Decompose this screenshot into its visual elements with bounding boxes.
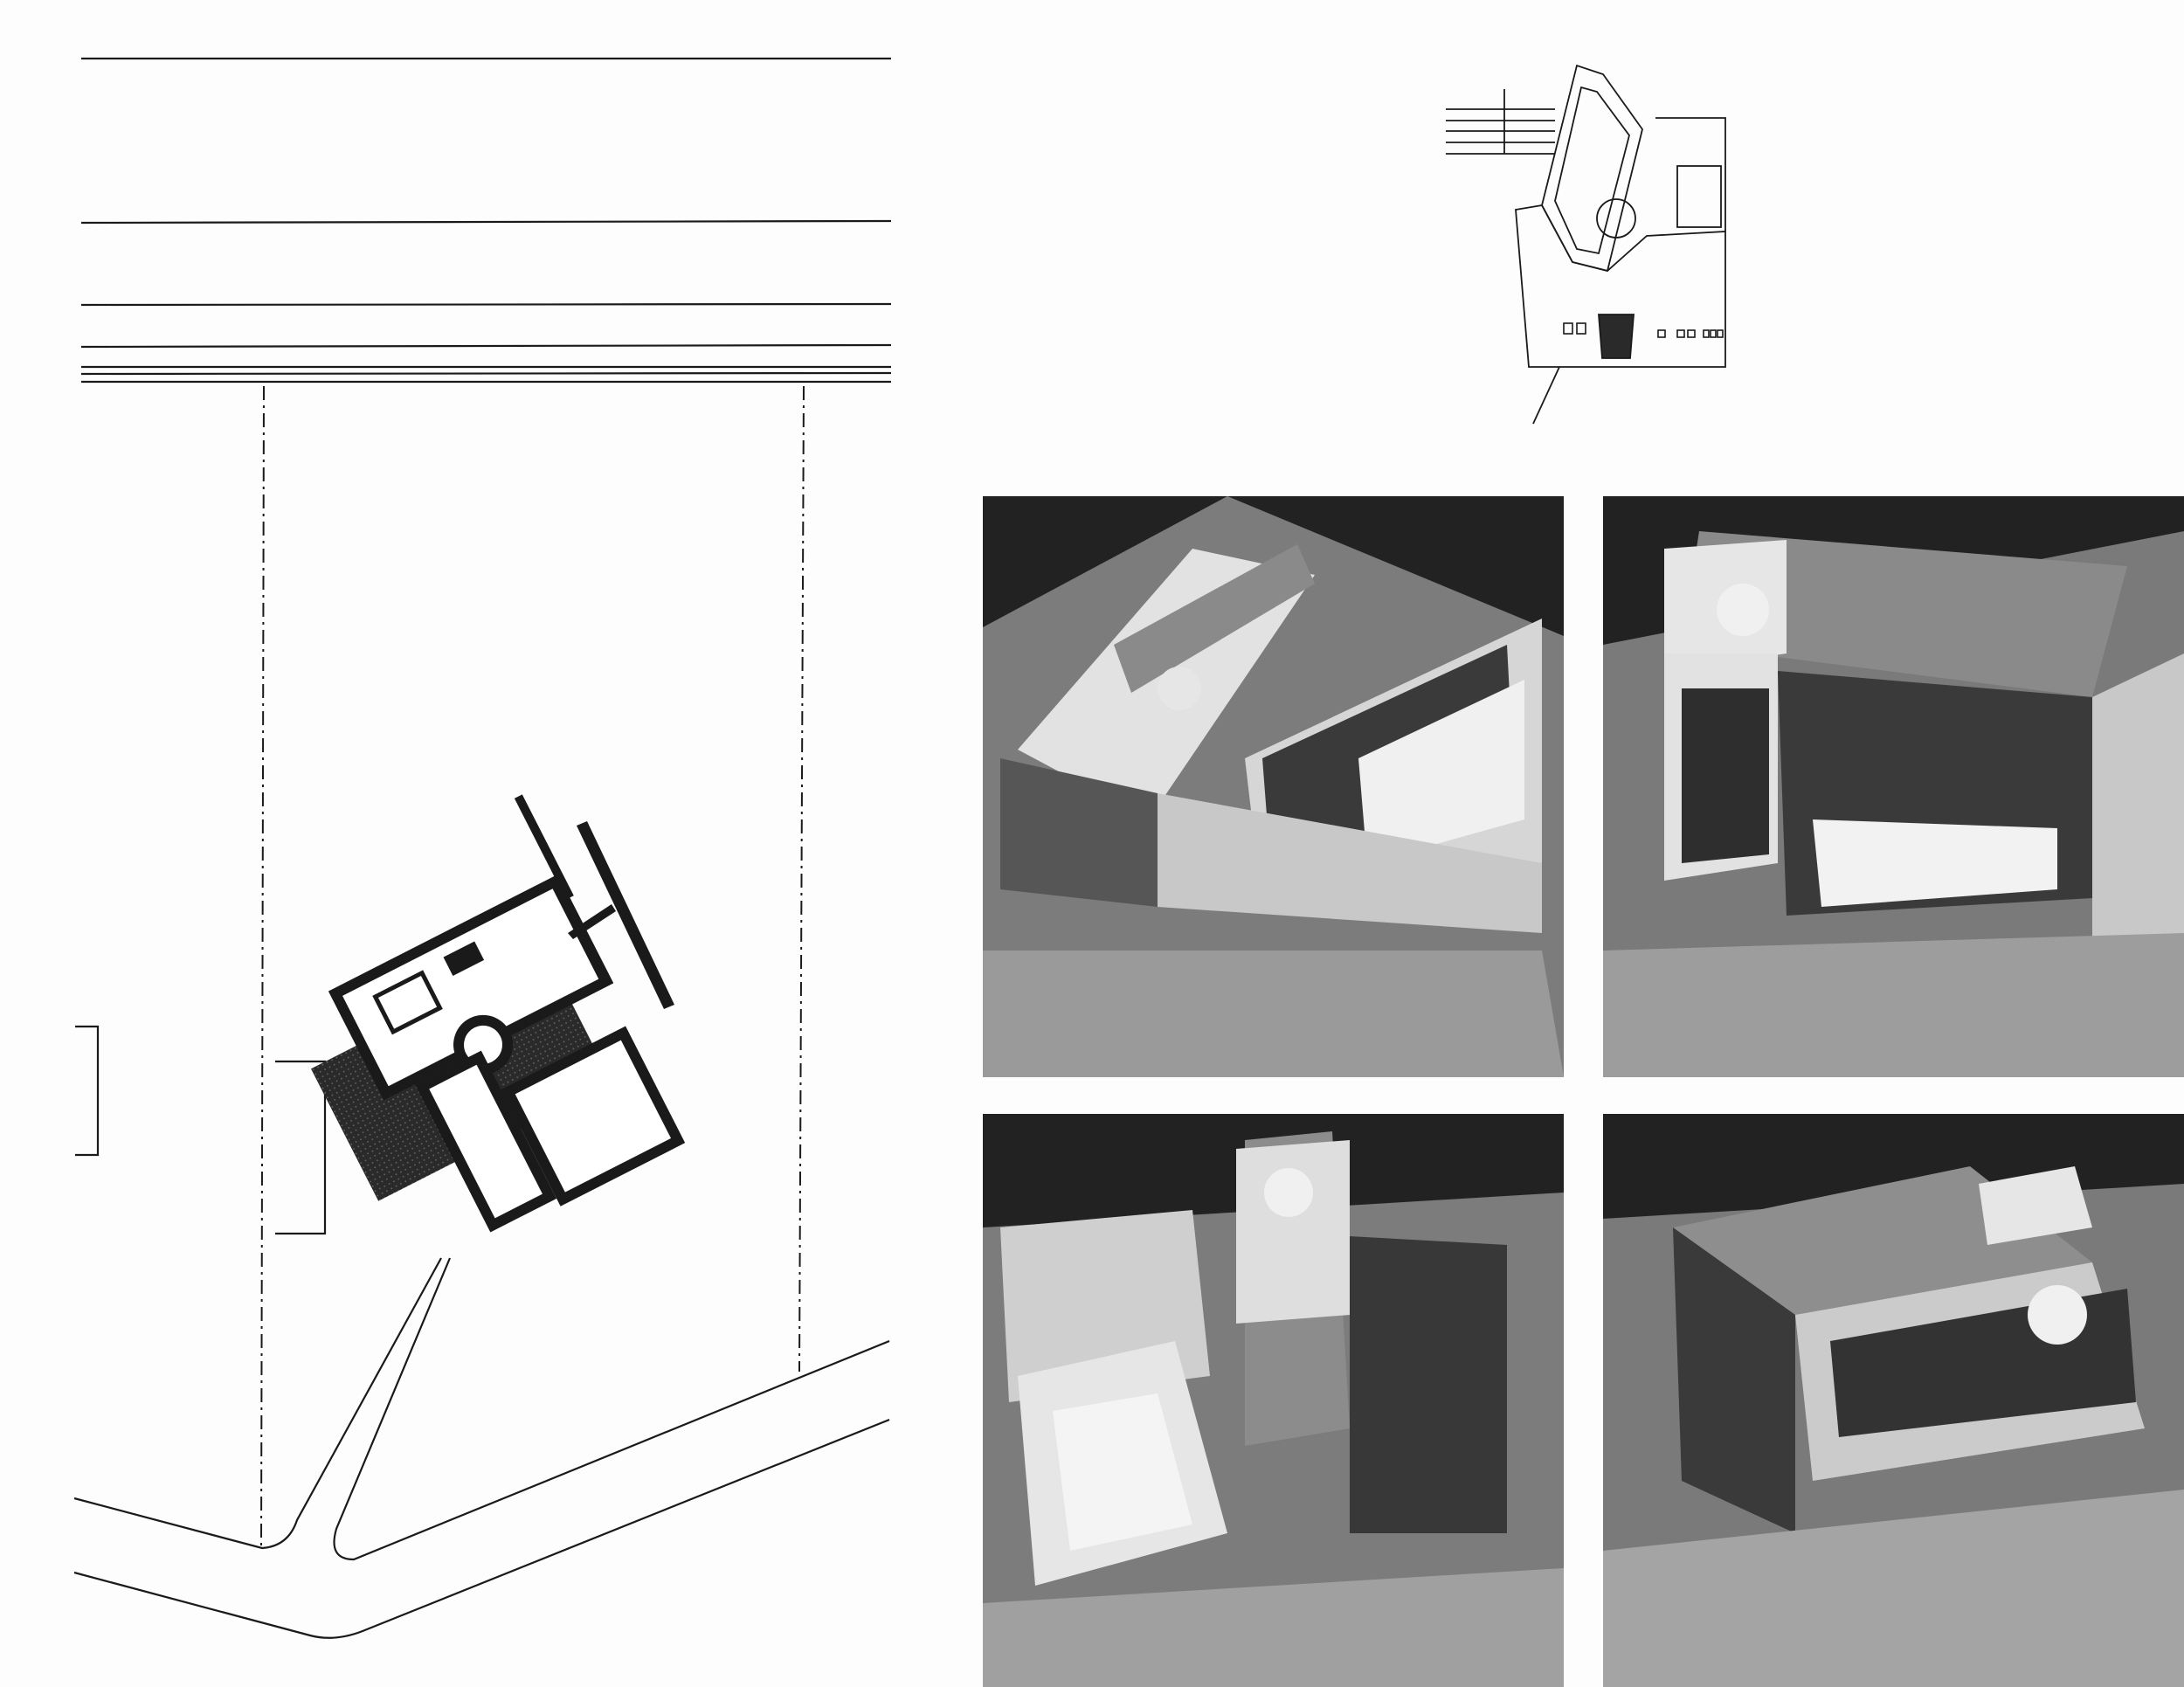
property-lines xyxy=(260,385,805,1547)
model-photo-4 xyxy=(1603,1114,2184,1687)
tower-inner xyxy=(1554,86,1630,255)
main-volume xyxy=(1515,204,1726,368)
street-line xyxy=(80,302,892,307)
roads xyxy=(73,1060,890,1639)
street-line xyxy=(80,343,892,349)
long-wall xyxy=(577,821,674,1009)
model-photo-2 xyxy=(1603,496,2184,1077)
rear-block xyxy=(1676,165,1722,228)
building-footprint xyxy=(310,794,686,1233)
driveway xyxy=(275,1060,327,1235)
windows xyxy=(1563,322,1724,338)
street-lines xyxy=(80,57,892,384)
site-plan xyxy=(73,57,892,1639)
road-edge-inner xyxy=(333,1257,890,1561)
pointer-line xyxy=(1532,366,1560,425)
rotunda xyxy=(1596,198,1636,239)
tower-block xyxy=(1541,64,1643,273)
axonometric-sketch xyxy=(1446,64,1726,425)
street-line xyxy=(80,371,892,376)
road-edge-north xyxy=(73,1257,442,1550)
property-line-west xyxy=(260,385,265,1547)
rear-wing xyxy=(1655,117,1726,232)
hatch-lines xyxy=(1446,89,1555,155)
street-line xyxy=(80,219,892,225)
property-line-east xyxy=(798,385,805,1372)
model-photo-1 xyxy=(983,496,1564,1077)
stair xyxy=(1598,314,1635,359)
bracket-mark xyxy=(75,1025,100,1157)
short-wall xyxy=(568,904,616,939)
model-photo-3 xyxy=(983,1114,1564,1687)
road-edge-south xyxy=(73,1418,890,1639)
